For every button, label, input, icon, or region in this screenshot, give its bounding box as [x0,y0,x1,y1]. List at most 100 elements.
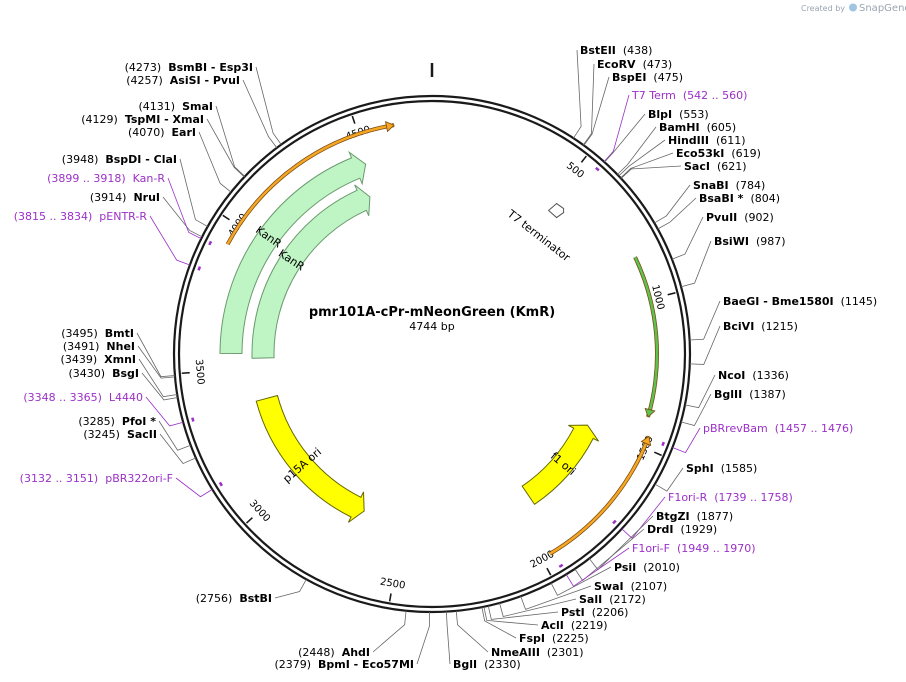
site-label-psii: PsiI (2010) [614,561,680,574]
kanr-arrow [219,150,367,354]
site-label-ecorv: EcoRV (473) [597,58,672,71]
leader-line [520,585,592,610]
site-label-fspi: FspI (2225) [519,632,589,645]
label-name: BmtI [105,327,134,340]
label-name: NruI [133,191,160,204]
label-name: BglI [453,658,477,671]
primer-mark-t7-term [595,166,600,172]
plasmid-size: 4744 bp [409,320,454,333]
label-name: BtgZI [656,510,690,523]
label-coord: (2219) [571,619,608,632]
label-name: BspDI - ClaI [105,153,177,166]
label-coord: (3132 .. 3151) [20,472,99,485]
label-coord: (804) [750,192,780,205]
site-label-xmni: (3439) XmnI [61,353,136,366]
label-name: FspI [519,632,545,645]
label-name: BciVI [723,320,754,333]
leader-line [138,358,178,398]
site-label-nrui: (3914) NruI [90,191,160,204]
label-leader-lines [136,49,721,665]
site-label-ahdi: (2448) AhdI [298,646,370,659]
leader-line [499,598,577,617]
leader-line [620,165,682,179]
label-coord: (3914) [90,191,127,204]
backbone-outer [172,94,692,614]
label-coord: (3495) [61,327,98,340]
leader-line [573,49,582,139]
orf-mneon-arrowhead [644,407,656,418]
site-label-sacii: (3245) SacII [83,428,157,441]
site-label-eco53ki: Eco53kI (619) [676,147,761,160]
leader-line [136,332,175,378]
leader-line [603,94,630,162]
site-label-blpi: BlpI (553) [648,108,709,121]
tick-mark [351,115,356,124]
snapgene-logo-icon [849,3,857,12]
snapgene-credit: Created by SnapGene [801,3,906,14]
label-coord: (605) [707,121,737,134]
label-name: TspMI - XmaI [125,113,204,126]
label-coord: (3899 .. 3918) [47,172,126,185]
label-coord: (1145) [841,295,878,308]
label-name: NmeAIII [491,646,540,659]
label-coord: (2448) [298,646,335,659]
site-label-bsteii: BstEII (438) [580,44,652,57]
label-name: Kan-R [133,172,166,185]
leader-line [583,76,610,146]
label-name: pBRrevBam [703,422,768,435]
primer-mark-f1ori-r [612,519,617,525]
plasmid-center-title: pmr101A-cPr-mNeonGreen (KmR) 4744 bp [309,305,555,333]
label-coord: (3815 .. 3834) [14,210,93,223]
tick-label: 3500 [193,359,206,385]
label-coord: (3430) [69,367,106,380]
leader-line [445,611,451,665]
label-name: PsiI [614,561,636,574]
site-label-saci: SacI (621) [684,160,747,173]
tick-mark [181,371,190,375]
site-label-bpmi-eco57mi: (2379) BpmI - Eco57MI [274,658,414,671]
primer-label-pbr322ori-f: (3132 .. 3151) pBR322ori-F [20,472,173,485]
label-coord: (1457 .. 1476) [775,422,854,435]
label-name: AhdI [342,646,370,659]
leader-line [657,197,697,230]
leader-line [372,610,407,653]
leader-line [483,606,539,626]
orf-arcs [225,120,659,556]
label-coord: (3285) [78,415,115,428]
label-coord: (553) [679,108,709,121]
credit-prefix: Created by [801,4,845,13]
site-label-acli: AclI (2219) [541,619,607,632]
primer-marks [191,166,666,568]
label-name: SnaBI [693,179,729,192]
credit-brand: SnapGene [859,3,906,14]
leader-line [680,393,712,427]
label-coord: (2206) [592,606,629,619]
site-label-bsmbi-esp3i: (4273) BsmBI - Esp3I [125,61,253,74]
site-label-sali: SalI (2172) [579,593,646,606]
label-coord: (2330) [484,658,521,671]
primer-mark-pentr-r [197,266,202,271]
label-coord: (2225) [552,632,589,645]
site-label-asisi-pvui: (4257) AsiSI - PvuI [126,74,240,87]
leader-line [175,477,213,498]
primer-label-f1ori-r: F1ori-R (1739 .. 1758) [668,491,793,504]
tick-mark [580,155,587,163]
label-name: AclI [541,619,564,632]
label-coord: (619) [731,147,761,160]
site-label-bspdi-clai: (3948) BspDI - ClaI [62,153,177,166]
site-label-pfoi: (3285) PfoI * [78,415,156,428]
tick-mark [653,451,662,457]
kanr-inner-arrow [251,184,371,359]
label-name: F1ori-F [632,542,670,555]
label-coord: (2107) [631,580,668,593]
site-label-bmti: (3495) BmtI [61,327,134,340]
label-name: PvuII [706,211,737,224]
leader-line [149,215,190,266]
tick-label: 2500 [379,577,406,592]
label-coord: (4257) [126,74,163,87]
label-coord: (2301) [547,646,584,659]
label-coord: (542 .. 560) [683,89,748,102]
site-label-nmeaiii: NmeAIII (2301) [491,646,584,659]
primer-label-t7-term: T7 Term (542 .. 560) [631,89,747,102]
label-name: BstEII [580,44,616,57]
